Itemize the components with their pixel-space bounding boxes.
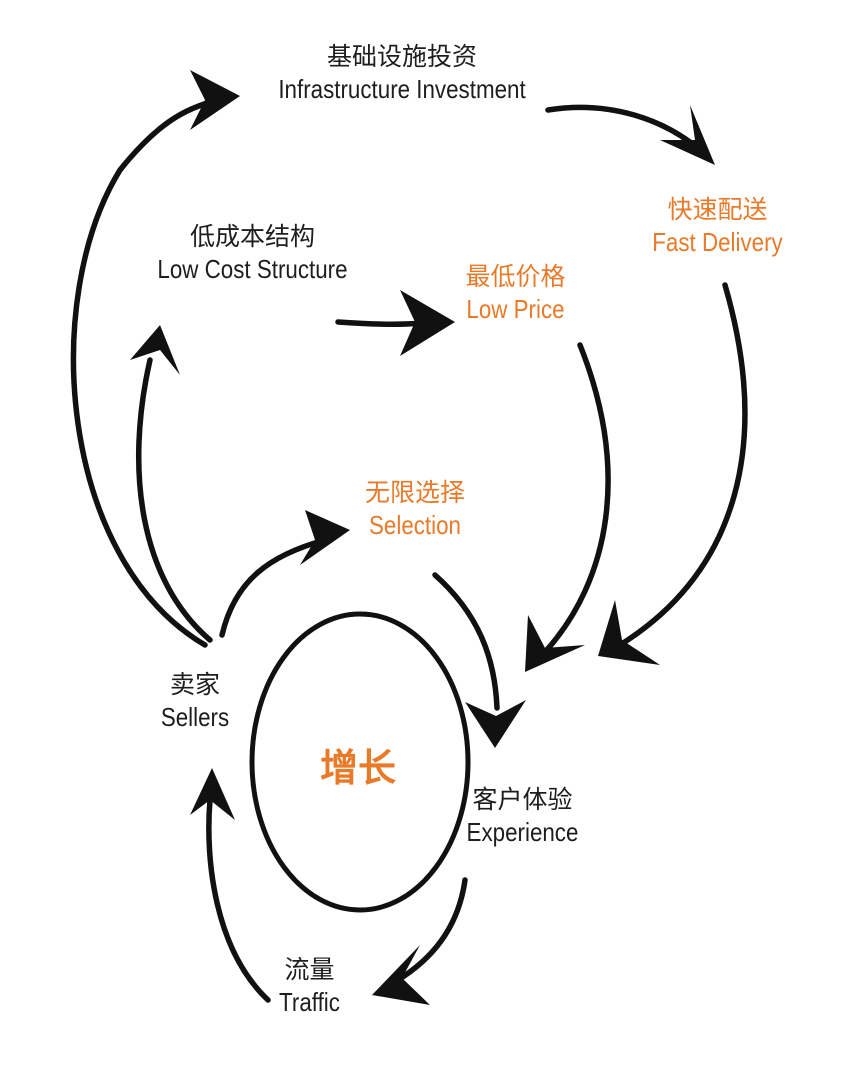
edge-fast-delivery-experience [598,282,748,665]
node-low-price-zh: 最低价格 [465,263,566,291]
node-low-price: 最低价格 Low Price [448,262,583,326]
node-low-price-en: Low Price [466,294,565,325]
growth-label: 增长 [320,746,397,790]
node-selection-zh: 无限选择 [364,479,465,507]
node-sellers-en: Sellers [160,702,230,733]
node-fast-delivery: 快速配送 Fast Delivery [630,195,805,259]
node-low-cost-zh: 低成本结构 [189,223,315,251]
node-infrastructure-en: Infrastructure Investment [278,74,526,105]
edge-low-price-experience [525,342,611,672]
node-infrastructure: 基础设施投资 Infrastructure Investment [252,42,552,106]
node-low-cost: 低成本结构 Low Cost Structure [135,222,370,286]
edge-sellers-low-cost [130,325,213,643]
node-selection: 无限选择 Selection [350,478,480,542]
node-low-cost-en: Low Cost Structure [157,254,348,285]
edge-selection-experience [432,572,526,748]
edge-traffic-sellers [190,768,271,1003]
edge-experience-traffic [372,877,468,1005]
edge-low-cost-low-price [335,290,455,356]
edge-sellers-infrastructure [70,70,240,648]
node-traffic-en: Traffic [279,987,340,1018]
node-sellers-zh: 卖家 [169,671,220,699]
node-traffic-zh: 流量 [284,956,335,984]
node-experience: 客户体验 Experience [450,785,595,849]
node-selection-en: Selection [369,510,461,541]
edge-sellers-selection [219,510,350,638]
node-experience-zh: 客户体验 [472,786,573,814]
node-fast-delivery-zh: 快速配送 [667,196,768,224]
node-experience-en: Experience [466,817,579,848]
node-sellers: 卖家 Sellers [145,670,245,734]
edge-infrastructure-fast-delivery [545,104,715,165]
node-fast-delivery-en: Fast Delivery [652,227,783,258]
node-traffic: 流量 Traffic [262,955,357,1019]
node-infrastructure-zh: 基础设施投资 [326,43,477,71]
growth-loop [249,611,471,913]
